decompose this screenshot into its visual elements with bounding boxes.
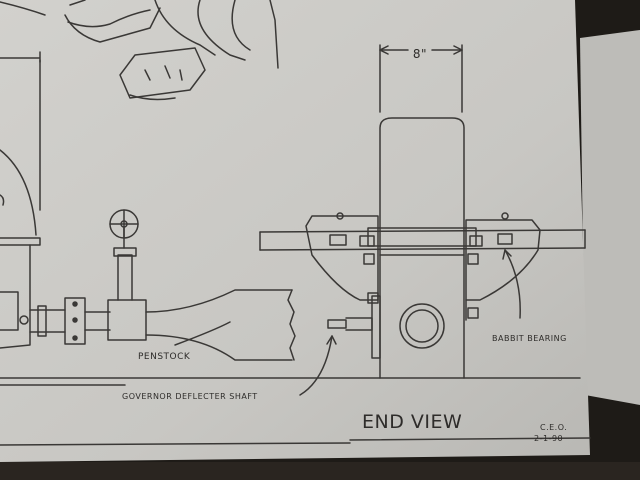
bottom-shadow	[0, 462, 640, 480]
paper-sheet	[0, 0, 590, 462]
pipe-assembly	[29, 209, 147, 345]
penstock-label: PENSTOCK	[138, 352, 191, 362]
babbit-leader	[502, 249, 521, 319]
shaft	[259, 227, 586, 251]
left-bearing	[305, 212, 379, 304]
right-bearing	[465, 212, 541, 321]
top-parts-sketch	[0, 0, 279, 211]
rear-sheet	[580, 30, 640, 405]
date-label: 2-1-90	[534, 434, 563, 443]
dimension-line	[379, 44, 463, 113]
view-title: END VIEW	[362, 411, 462, 433]
governor-shaft-label: GOVERNOR DEFLECTER SHAFT	[122, 392, 258, 401]
governor-shaft	[299, 317, 373, 396]
left-vessel	[0, 149, 41, 349]
penstock-pipe	[145, 289, 296, 361]
title-underline	[349, 437, 591, 441]
initials-label: C.E.O.	[540, 423, 567, 432]
babbit-bearing-label: BABBIT BEARING	[492, 334, 567, 343]
dimension-label: 8"	[413, 47, 427, 61]
